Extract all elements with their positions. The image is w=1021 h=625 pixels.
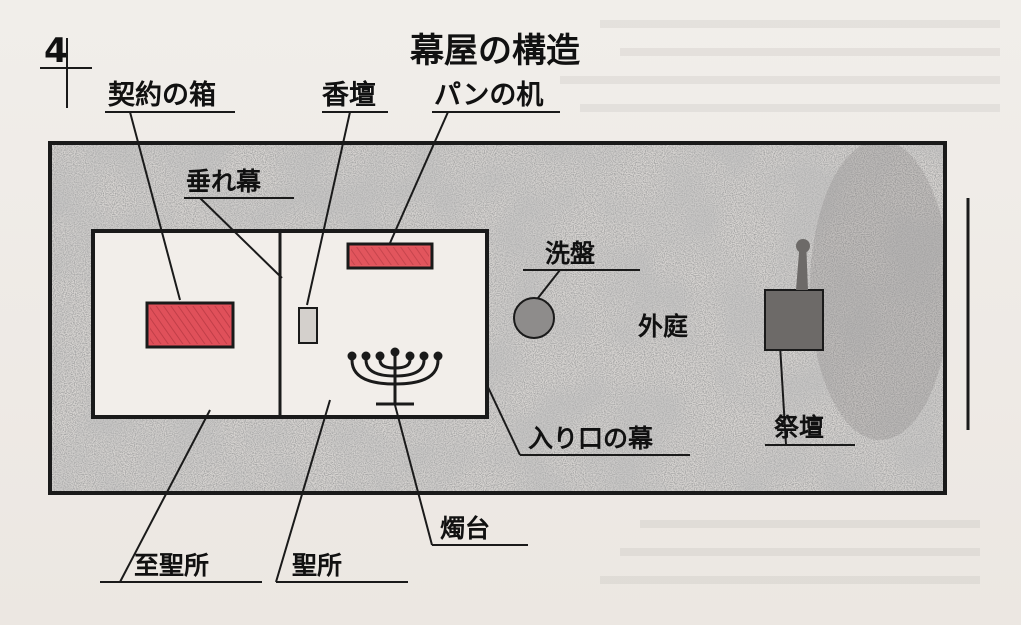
leader-lines — [100, 111, 855, 583]
lampstand — [347, 347, 443, 406]
laver — [513, 297, 555, 339]
altar-label: 祭壇 — [774, 413, 824, 442]
outer-court-border — [48, 141, 947, 495]
outer-court-label: 外庭 — [638, 312, 688, 341]
incense-altar-label: 香壇 — [322, 79, 376, 111]
most-holy-place-label: 至聖所 — [134, 551, 209, 580]
bread-table-label: パンの机 — [434, 80, 543, 111]
north-mark: 4 — [40, 31, 92, 108]
altar-of-burnt-offering — [764, 239, 824, 351]
north-mark-label: 4 — [44, 31, 68, 71]
bread-table — [346, 242, 434, 270]
outer-court-stipple — [50, 140, 950, 493]
ark-of-covenant — [145, 301, 235, 349]
ark-label: 契約の箱 — [108, 79, 216, 111]
incense-altar — [298, 307, 318, 344]
veil-label: 垂れ幕 — [186, 167, 262, 196]
entrance-curtain-label: 入り口の幕 — [528, 424, 654, 453]
labels: 契約の箱 香壇 パンの机 垂れ幕 洗盤 外庭 入り口の幕 祭壇 燭台 至聖所 聖… — [108, 79, 824, 580]
paper-background — [560, 20, 1000, 584]
lampstand-label: 燭台 — [440, 514, 490, 543]
laver-label: 洗盤 — [545, 239, 596, 268]
diagram-title: 幕屋の構造 — [409, 31, 580, 71]
holy-place-label: 聖所 — [292, 551, 342, 580]
